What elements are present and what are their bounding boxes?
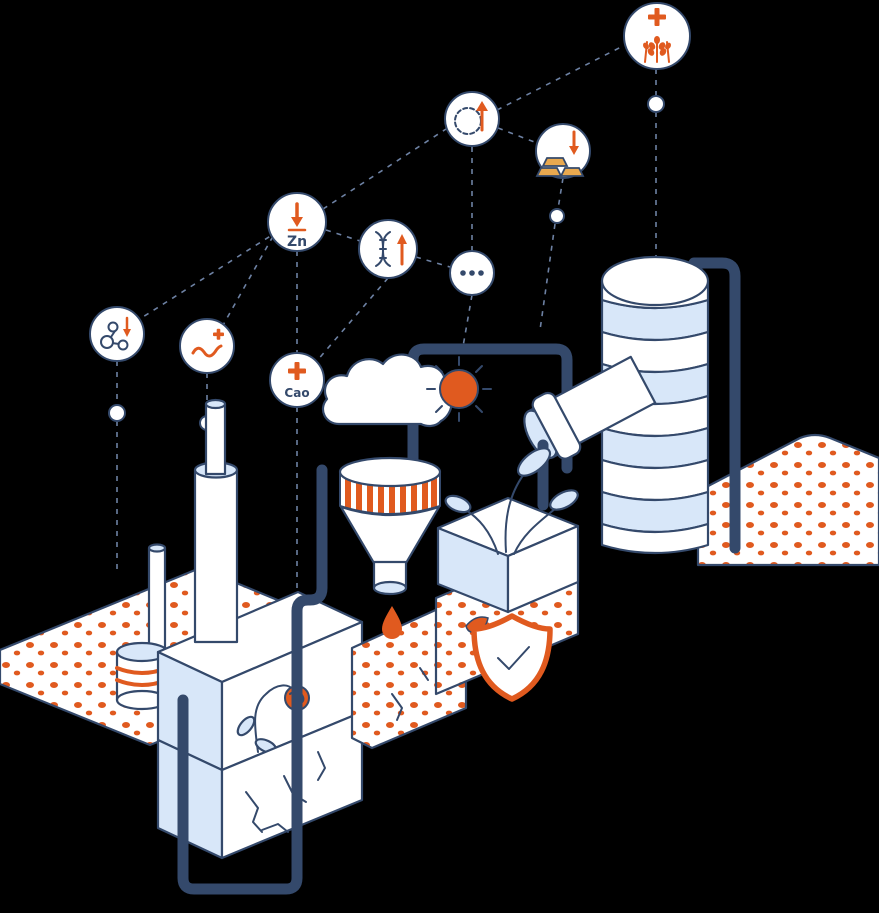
connector-line [496, 44, 626, 111]
connector-dot [108, 404, 126, 422]
hopper-funnel [338, 456, 442, 639]
cloud [322, 353, 453, 428]
connector-line [325, 229, 361, 242]
badge-cycle-increase [444, 91, 500, 147]
crack [245, 791, 263, 833]
down-arrow-icon [287, 202, 307, 232]
connector-line [315, 277, 389, 363]
crack [391, 693, 403, 721]
dna-up-arrow-icon [375, 231, 407, 267]
water-drop-icon [382, 606, 402, 639]
connector-line [497, 127, 538, 144]
connector-dots [108, 95, 665, 431]
calcium-label: Cao [284, 386, 309, 400]
molecule-down-arrow-icon [100, 316, 131, 351]
connector-line [322, 128, 447, 210]
sun-rays [426, 356, 492, 422]
badge-organisms-increase [179, 318, 235, 374]
connector-line [557, 177, 564, 210]
recycle-up-arrow-icon [454, 101, 488, 135]
zinc-label: Zn [287, 234, 307, 250]
crack [419, 667, 429, 681]
gold-bars-down-arrow-icon [535, 130, 585, 177]
connector-dot [549, 208, 565, 224]
connector-line [539, 223, 556, 331]
sun [426, 356, 492, 422]
horizontal-cylinder [523, 355, 657, 460]
sprout-leaves [444, 447, 579, 555]
badge-molecule-decrease [89, 306, 145, 362]
badge-dna-increase [358, 219, 418, 279]
left-pipe [177, 464, 328, 895]
wheat-plus-icon [643, 8, 671, 63]
badge-wheat-increase [623, 2, 691, 70]
badge-more [449, 250, 495, 296]
connector-dot [647, 95, 665, 113]
crack [261, 823, 289, 833]
exhaust-pipe [688, 257, 741, 554]
chimney [193, 398, 239, 644]
badge-zinc-decrease: Zn [267, 192, 327, 252]
crack [317, 751, 326, 781]
small-chimney [147, 543, 167, 658]
badge-minerals-decrease [535, 123, 591, 179]
plus-icon [288, 362, 306, 380]
soil-strip-right [696, 433, 879, 567]
ellipsis-icon [460, 270, 484, 276]
connector-line [415, 256, 451, 268]
badge-calcium-increase: Cao [269, 352, 325, 408]
condenser-tower [600, 255, 710, 555]
overhead-pipe [407, 343, 573, 476]
protection-shield [465, 613, 553, 702]
tower-top [600, 255, 710, 307]
worm-plus-icon [191, 328, 224, 358]
connector-line [134, 234, 273, 323]
checkmark-icon [497, 646, 530, 670]
